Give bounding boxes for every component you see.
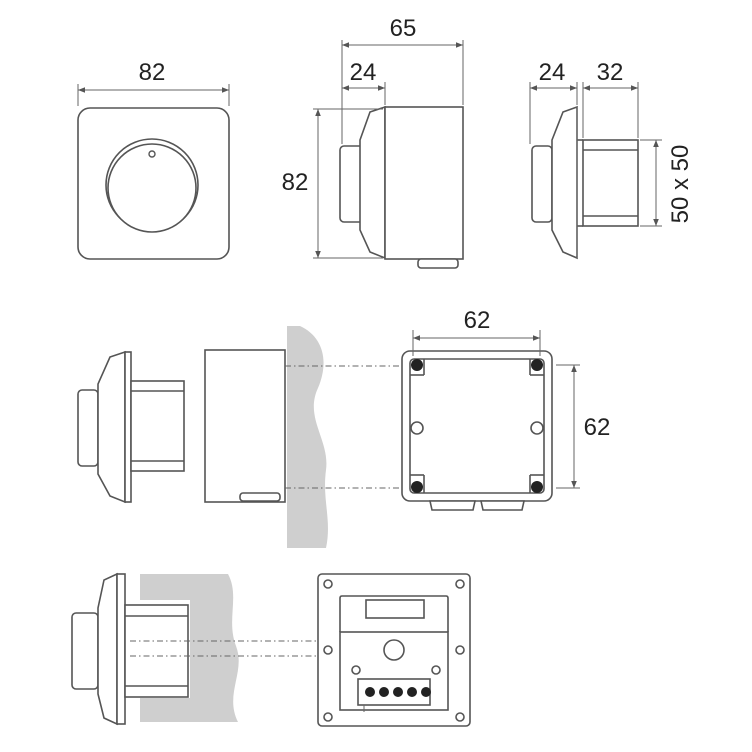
- back-knob: [531, 145, 553, 223]
- dim-label-box-width: 62: [464, 307, 491, 334]
- dim-label-back-body-size: 50 x 50: [667, 145, 694, 224]
- back-body: [582, 139, 639, 227]
- front-knob: [107, 143, 197, 233]
- mount-plate: [97, 350, 126, 504]
- dim-label-side-depth: 65: [390, 15, 417, 42]
- side-view: 65 24 82: [282, 15, 464, 269]
- wall-section: [287, 326, 328, 548]
- mount-box: [204, 349, 286, 503]
- dim-label-front-width: 82: [139, 59, 166, 86]
- front-knob-marker: [148, 150, 156, 158]
- dim-label-back-plate-depth: 24: [539, 59, 566, 86]
- installation-view: [71, 572, 471, 727]
- install-plate: [97, 572, 118, 726]
- side-body: [384, 106, 464, 260]
- install-shaft: [383, 639, 405, 661]
- front-view: 82: [77, 59, 230, 260]
- dim-label-back-body-depth: 32: [597, 59, 624, 86]
- install-knob: [71, 612, 99, 690]
- wall-box-mounting-view: 62 62: [77, 307, 611, 548]
- back-plate: [551, 105, 578, 260]
- install-body: [124, 604, 189, 698]
- side-plate: [359, 105, 386, 260]
- dim-label-box-height: 62: [584, 414, 611, 441]
- mount-body: [130, 380, 185, 472]
- dim-label-side-knob-depth: 24: [350, 59, 377, 86]
- back-view: 24 32 50 x 50: [529, 59, 694, 260]
- mount-knob: [77, 389, 99, 467]
- wall-box: [401, 350, 553, 502]
- dim-label-side-height: 82: [282, 169, 309, 196]
- side-bottom-tab: [417, 258, 459, 269]
